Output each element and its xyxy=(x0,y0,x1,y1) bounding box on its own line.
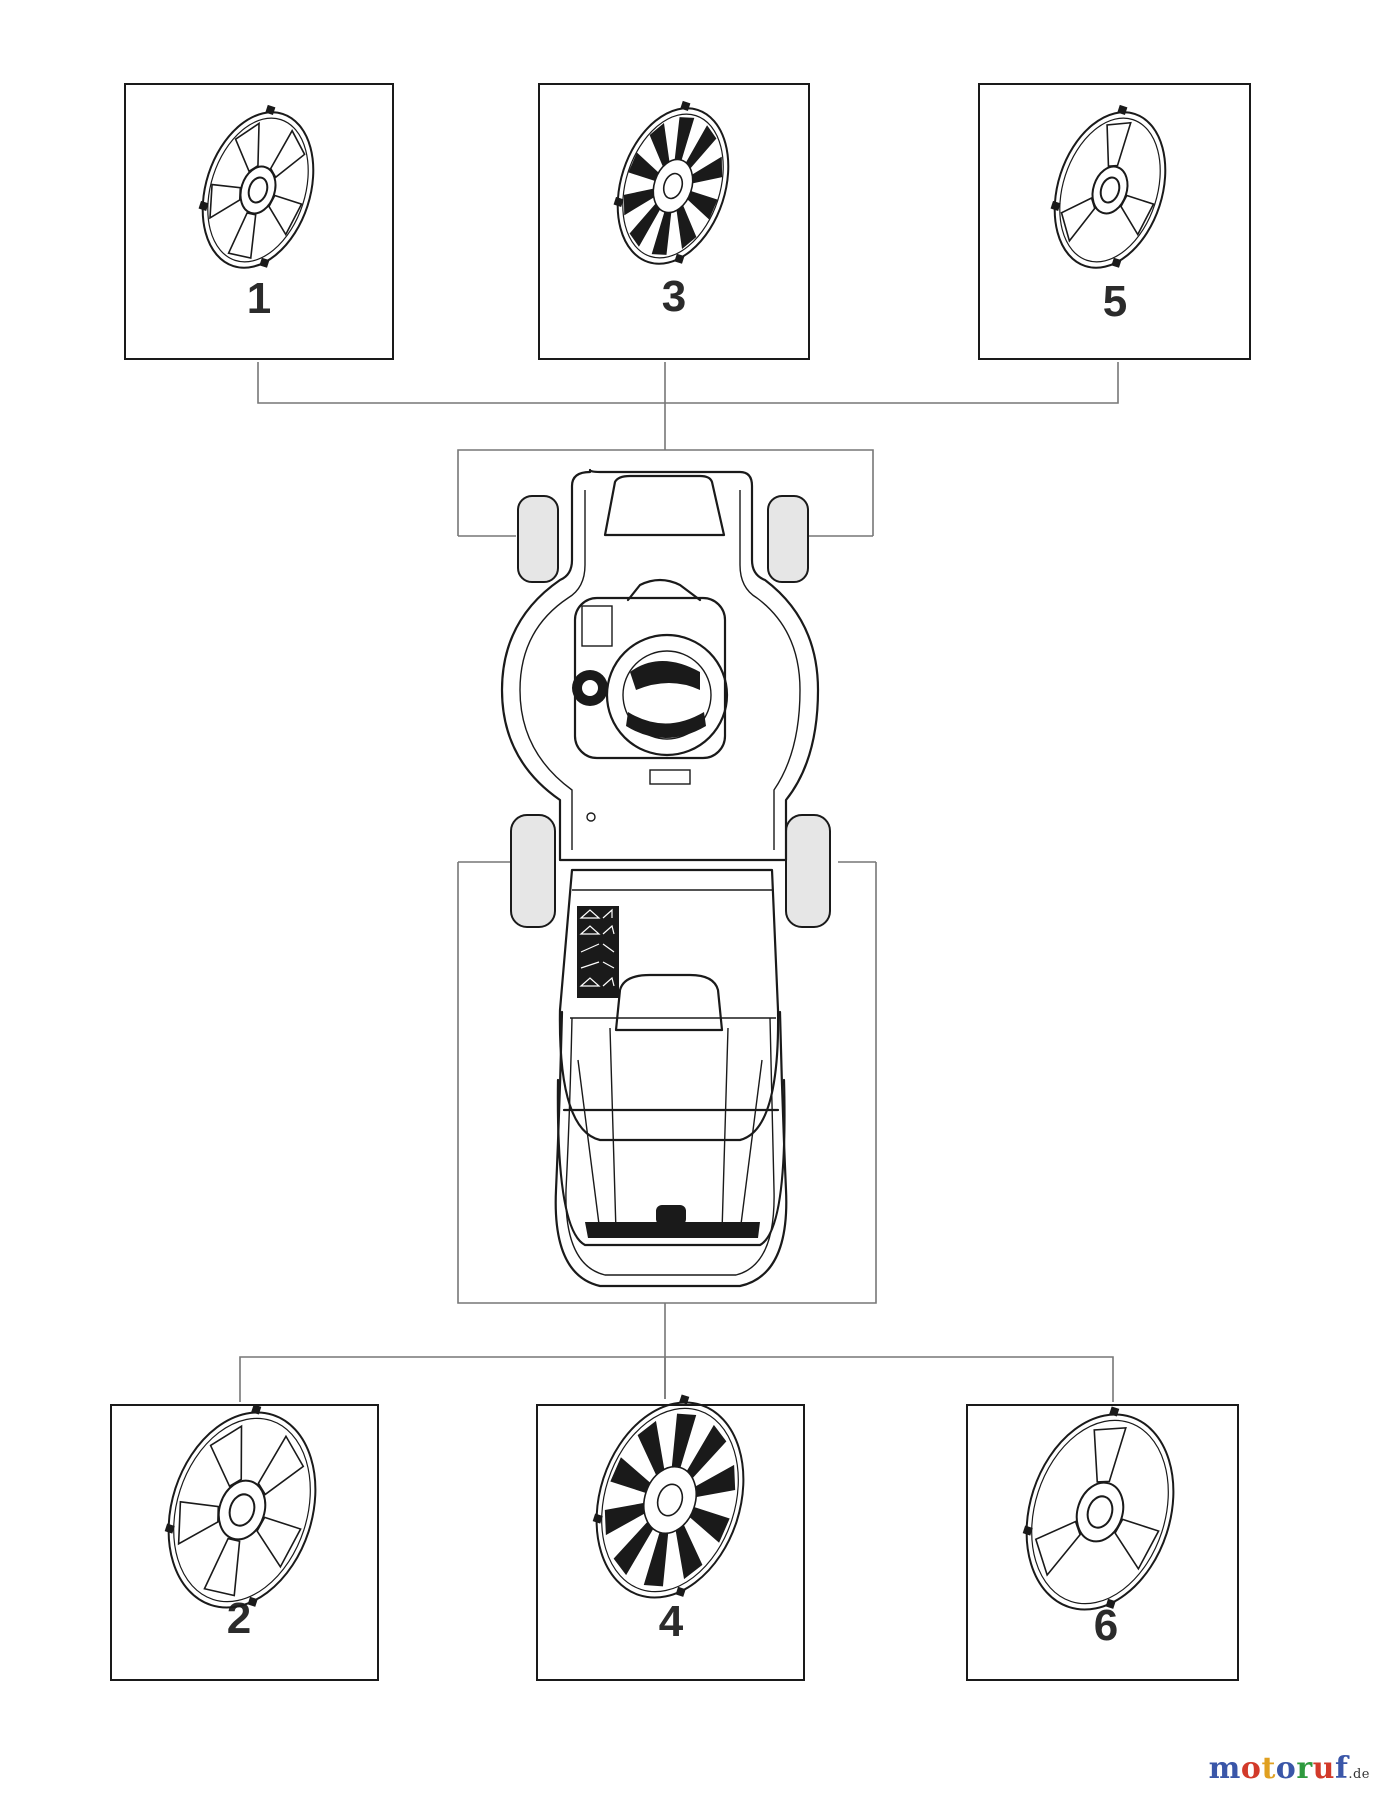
watermark-letter: f xyxy=(1334,1751,1349,1786)
callout-box-2 xyxy=(110,1404,379,1681)
collector-handle xyxy=(656,1205,686,1225)
callout-box-4 xyxy=(536,1404,805,1681)
grass-collector xyxy=(556,1078,786,1247)
callout-boxes: 1 3 5 2 4 6 xyxy=(110,83,1251,1681)
watermark-letter: t xyxy=(1261,1751,1276,1786)
hubcap-icon-2 xyxy=(164,1404,317,1609)
watermark-tld: .de xyxy=(1348,1767,1370,1782)
watermark-letter: r xyxy=(1296,1751,1313,1786)
callout-label-3: 3 xyxy=(662,272,686,321)
push-handle xyxy=(554,1010,788,1288)
connector-lines xyxy=(239,362,1119,1402)
rear-right-wheel xyxy=(785,814,831,928)
watermark-letter: o xyxy=(1275,1751,1297,1786)
rear-left-wheel xyxy=(510,814,556,928)
mower-deck xyxy=(500,468,820,862)
watermark-letter: u xyxy=(1312,1751,1335,1786)
hubcap-icon-3 xyxy=(613,100,730,265)
callout-box-3 xyxy=(538,83,810,360)
watermark-logo: motoruf.de xyxy=(1209,1751,1370,1786)
hubcap-drawings xyxy=(164,100,1175,1611)
watermark-letter: m xyxy=(1208,1751,1241,1786)
callout-label-1: 1 xyxy=(247,274,271,323)
callout-box-6 xyxy=(966,1404,1239,1681)
hubcap-icon-5 xyxy=(1050,104,1167,269)
hubcap-icon-4 xyxy=(592,1394,745,1599)
mower-rear-body xyxy=(558,868,780,1142)
front-right-wheel xyxy=(767,495,809,583)
callout-label-4: 4 xyxy=(659,1597,684,1646)
deck-inner-rim xyxy=(519,490,801,850)
engine xyxy=(572,578,729,785)
watermark-letter: o xyxy=(1240,1751,1262,1786)
callout-label-6: 6 xyxy=(1094,1601,1118,1650)
hubcap-icon-6 xyxy=(1022,1406,1175,1611)
callout-label-5: 5 xyxy=(1103,277,1127,326)
callout-label-2: 2 xyxy=(227,1594,251,1643)
callout-box-5 xyxy=(978,83,1251,360)
front-left-wheel xyxy=(517,495,559,583)
rear-hump xyxy=(614,973,724,1032)
front-bumper xyxy=(603,474,726,537)
lawn-mower-top-view-icon xyxy=(500,468,831,1288)
